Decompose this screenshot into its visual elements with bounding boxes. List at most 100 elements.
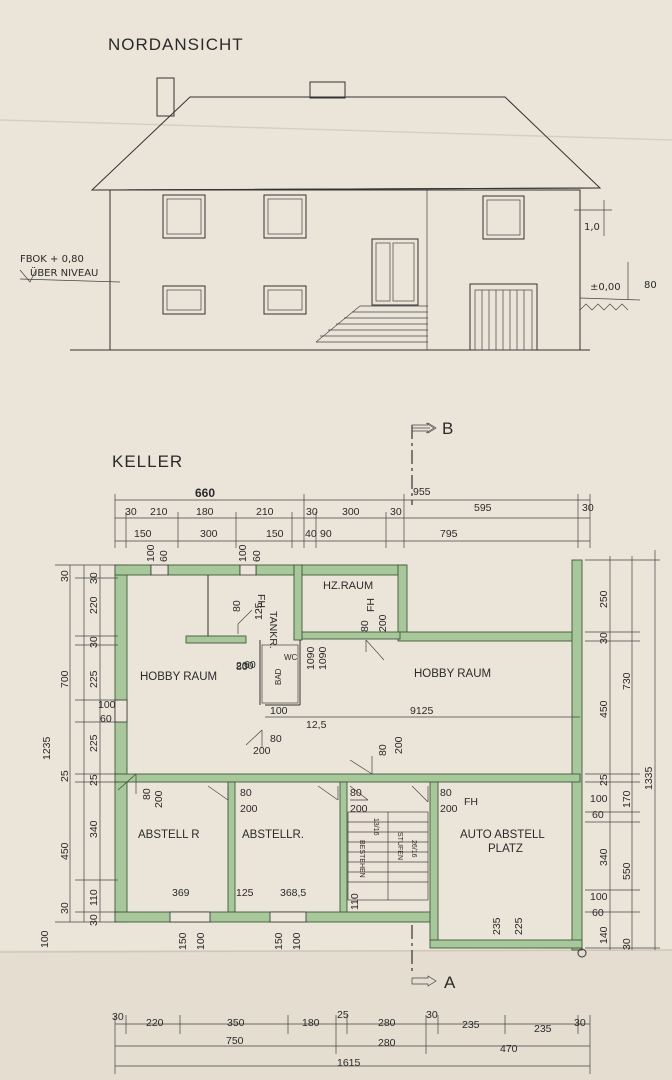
dim-bottom-row-1: 30 220 350 180 25 280 30 235 235 30 bbox=[112, 1009, 586, 1035]
dim-label: 30 bbox=[426, 1009, 438, 1021]
door-label: 80 bbox=[270, 733, 282, 745]
dim-label: 110 bbox=[88, 889, 100, 906]
inner-thin-walls bbox=[207, 575, 580, 718]
window-upper-3-frame bbox=[486, 199, 521, 236]
dim-label: 150 bbox=[266, 528, 284, 540]
room-hobby-right: HOBBY RAUM bbox=[414, 668, 491, 680]
garage-door-ribs bbox=[481, 290, 525, 350]
level-note-left-2: ÜBER NIVEAU bbox=[30, 266, 98, 279]
room-hz: HZ.RAUM bbox=[323, 580, 373, 592]
wall-north bbox=[167, 564, 241, 576]
dim-label: 30 bbox=[621, 938, 633, 950]
dim-label: 30 bbox=[88, 572, 100, 584]
door-label: 200 bbox=[350, 803, 368, 815]
basement-stair bbox=[347, 811, 429, 901]
dim-label: 60 bbox=[100, 713, 112, 725]
door-label: 125 bbox=[253, 602, 265, 620]
dim-bottom-total: 1615 bbox=[337, 1057, 361, 1069]
dim-label: 369 bbox=[172, 887, 190, 899]
dim-label: 60 bbox=[592, 907, 604, 919]
chimney-right bbox=[309, 81, 346, 99]
window-lower-2 bbox=[263, 285, 307, 315]
door-label: 200 bbox=[240, 803, 258, 815]
window-lower-2-frame bbox=[267, 289, 303, 311]
entrance-door bbox=[371, 238, 419, 306]
level-line-left bbox=[19, 278, 121, 283]
dim-label: 150 bbox=[134, 528, 152, 540]
dim-label: 150 bbox=[273, 932, 285, 950]
window-label: 100 bbox=[145, 544, 157, 562]
window-upper-1-frame bbox=[166, 198, 202, 235]
dim-label: 210 bbox=[256, 506, 274, 518]
window-north-1 bbox=[150, 564, 169, 576]
wall-mid bbox=[114, 773, 581, 783]
dim-label: 30 bbox=[390, 506, 402, 518]
window-label: 100 bbox=[237, 544, 249, 562]
wall-abstell-east bbox=[339, 781, 348, 913]
dim-label: 1090 bbox=[317, 646, 329, 670]
dim-label: 225 bbox=[513, 917, 525, 935]
stair-note-1: 13/16 bbox=[372, 818, 379, 836]
dim-label: 30 bbox=[306, 506, 318, 518]
wall-west bbox=[114, 564, 128, 923]
window-upper-2 bbox=[263, 194, 307, 239]
dim-bottom bbox=[114, 1015, 591, 1074]
dim-label: 140 bbox=[598, 926, 610, 944]
dim-note-right-2: ±0,00 bbox=[590, 282, 621, 293]
entrance-sidelight bbox=[375, 242, 391, 302]
door-label: FH bbox=[464, 796, 478, 808]
dim-note-right-1: 1,0 bbox=[584, 222, 600, 233]
dim-left-col-2: 700 450 30 25 30 bbox=[59, 570, 71, 914]
dim-label: 30 bbox=[88, 914, 100, 926]
dim-label: 340 bbox=[88, 820, 100, 838]
room-hobby-left: HOBBY RAUM bbox=[140, 671, 217, 683]
wall-north bbox=[114, 564, 152, 576]
dim-label: 210 bbox=[150, 506, 168, 518]
dim-label: 25 bbox=[88, 774, 100, 786]
dim-top-total-right: 955 bbox=[413, 486, 431, 498]
dim-label: 280 bbox=[378, 1037, 396, 1049]
wall-hz-west bbox=[293, 564, 303, 641]
door-label: 200 bbox=[393, 736, 405, 754]
dim-left bbox=[55, 564, 118, 923]
door-label: 200 bbox=[440, 803, 458, 815]
dim-label: 30 bbox=[59, 570, 71, 582]
dim-right-col-2: 730 170 550 30 bbox=[621, 672, 633, 950]
wall-north-right bbox=[397, 631, 581, 642]
dim-label: 90 bbox=[320, 528, 332, 540]
dim-label: 300 bbox=[200, 528, 218, 540]
dim-left-col-1: 30 220 30 225 100 60 225 25 340 110 30 bbox=[88, 572, 116, 926]
dim-left-total: 1235 bbox=[41, 736, 53, 760]
room-auto-2: PLATZ bbox=[488, 843, 523, 855]
door-label: 80 bbox=[236, 661, 248, 673]
dim-label: 1090 bbox=[305, 646, 317, 670]
dim-label: 235 bbox=[462, 1019, 480, 1031]
wall-north bbox=[255, 564, 407, 576]
dim-top-row-1: 30 210 180 210 30 300 30 595 30 bbox=[125, 502, 594, 518]
door-label: 200 bbox=[236, 660, 254, 672]
dim-label: 250 bbox=[598, 590, 610, 608]
dim-label: 180 bbox=[196, 506, 214, 518]
plan-title: KELLER bbox=[112, 452, 183, 471]
wall-north-step bbox=[397, 564, 408, 641]
door-label: 60 bbox=[244, 659, 256, 671]
room-abstell-2: ABSTELLR. bbox=[242, 829, 304, 841]
dim-right bbox=[585, 550, 660, 950]
door-label: 80 bbox=[377, 744, 389, 756]
dim-label: 9125 bbox=[410, 705, 434, 717]
dim-label: 730 bbox=[621, 672, 633, 690]
dim-label: 100 bbox=[291, 932, 303, 950]
wall-south-step bbox=[429, 779, 439, 941]
dim-label: 225 bbox=[88, 734, 100, 752]
dim-label: 40 bbox=[305, 528, 317, 540]
dim-label: 30 bbox=[112, 1011, 124, 1023]
paper-crease bbox=[0, 119, 672, 141]
dim-label: 25 bbox=[598, 774, 610, 786]
dim-label: 12,5 bbox=[306, 719, 327, 731]
door-label: 80 bbox=[350, 787, 362, 799]
dim-label: 450 bbox=[598, 700, 610, 718]
walls bbox=[114, 559, 583, 951]
dim-label: 225 bbox=[88, 670, 100, 688]
section-marker-b: B bbox=[411, 419, 453, 505]
window-west bbox=[114, 699, 128, 723]
